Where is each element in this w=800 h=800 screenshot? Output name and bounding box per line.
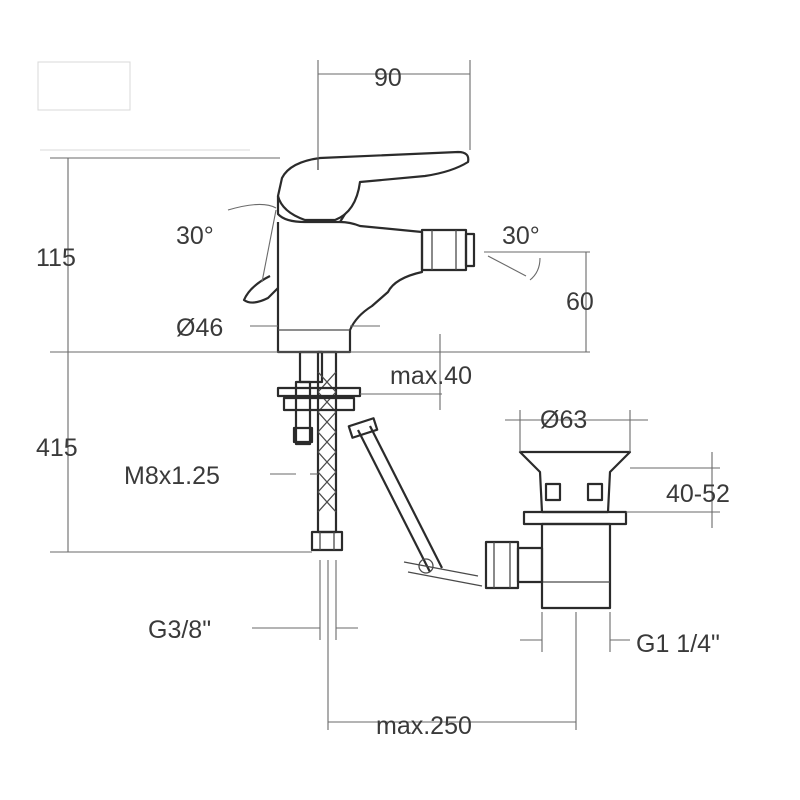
label-waste-thread: G1 1/4" [636,630,720,658]
outlet-nut [484,540,520,590]
label-lever-angle: 30° [176,222,214,250]
label-height-lower: 415 [36,434,78,462]
popup-rod [347,417,483,587]
label-spout-height: 60 [566,288,594,316]
label-thread: M8x1.25 [124,462,220,490]
label-body-diameter: Ø46 [176,314,223,342]
label-top-width: 90 [374,64,402,92]
label-waste-diameter: Ø63 [540,406,587,434]
label-hose-connection: G3/8" [148,616,211,644]
label-waste-range: 40-52 [666,480,730,508]
mounting-assembly [276,350,362,552]
label-max-distance: max.250 [376,712,472,740]
faucet-body [242,150,476,354]
spout-nozzle [420,228,468,272]
label-height-upper: 115 [36,244,76,272]
threaded-stud [294,380,312,446]
handle-cap [276,196,346,224]
label-max-deck: max.40 [390,362,472,390]
popup-knob [242,275,279,304]
washer [276,386,362,398]
main-body [276,220,424,354]
lever-handle [276,150,470,222]
dimension-labels: 90 115 415 30° 30° 60 Ø46 max.40 Ø63 40-… [36,64,730,740]
waste-flange [518,450,632,514]
waste-body [540,522,612,610]
background-artefacts [37,61,250,151]
label-spout-angle: 30° [502,222,540,250]
hose-fitting [310,530,344,552]
waste-assembly [484,450,632,610]
dimension-lines [50,60,720,730]
